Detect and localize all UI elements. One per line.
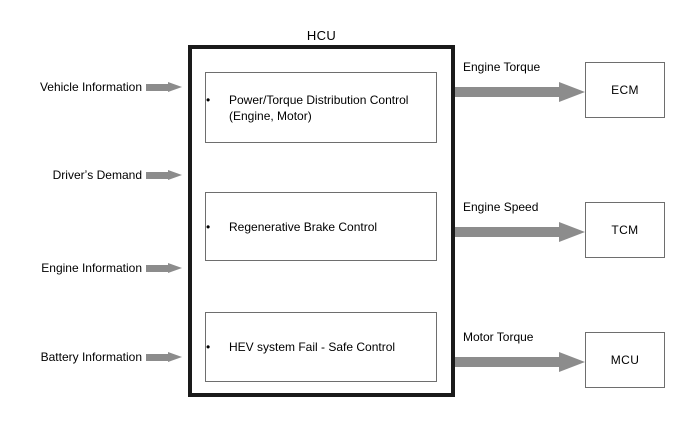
- input-row-vehicle-information: Vehicle Information: [0, 78, 188, 96]
- input-row-engine-information: Engine Information: [0, 259, 188, 277]
- input-label-drivers-demand: Driverʼs Demand: [52, 168, 142, 182]
- hcu-function-box-1: • Power/Torque Distribution Control (Eng…: [205, 72, 437, 143]
- hcu-function-line: Regenerative Brake Control: [229, 219, 378, 234]
- hcu-function-line: Power/Torque Distribution Control: [229, 92, 409, 107]
- unit-box-mcu: MCU: [585, 332, 665, 388]
- arrow-right-icon: [146, 352, 182, 363]
- input-label-battery-information: Battery Information: [40, 350, 142, 364]
- arrow-right-icon: [455, 82, 585, 102]
- input-label-vehicle-information: Vehicle Information: [39, 80, 142, 94]
- hcu-function-box-2: • Regenerative Brake Control: [205, 192, 437, 261]
- arrow-right-icon: [146, 263, 182, 274]
- input-label-engine-information: Engine Information: [41, 261, 142, 275]
- bullet-icon: •: [206, 340, 211, 354]
- arrow-right-icon: [455, 352, 585, 372]
- output-label-engine-speed: Engine Speed: [463, 200, 539, 214]
- unit-box-tcm: TCM: [585, 202, 665, 258]
- arrow-right-icon: [146, 170, 182, 181]
- hcu-function-text-1: • Power/Torque Distribution Control (Eng…: [206, 92, 414, 124]
- hcu-title: HCU: [306, 28, 337, 43]
- bullet-icon: •: [206, 219, 211, 234]
- hcu-function-text-3: • HEV system Fail - Safe Control: [206, 339, 401, 355]
- output-label-engine-torque: Engine Torque: [463, 60, 541, 74]
- input-row-battery-information: Battery Information: [0, 348, 188, 366]
- input-row-drivers-demand: Driverʼs Demand: [0, 166, 188, 184]
- hcu-function-box-3: • HEV system Fail - Safe Control: [205, 312, 437, 382]
- hcu-function-line: (Engine, Motor): [229, 108, 312, 123]
- bullet-icon: •: [206, 92, 211, 107]
- arrow-right-icon: [455, 222, 585, 242]
- output-label-motor-torque: Motor Torque: [463, 330, 534, 344]
- arrow-right-icon: [146, 82, 182, 93]
- unit-box-ecm: ECM: [585, 62, 665, 118]
- hcu-function-line: HEV system Fail - Safe Control: [229, 340, 396, 354]
- hcu-function-text-2: • Regenerative Brake Control: [206, 219, 383, 235]
